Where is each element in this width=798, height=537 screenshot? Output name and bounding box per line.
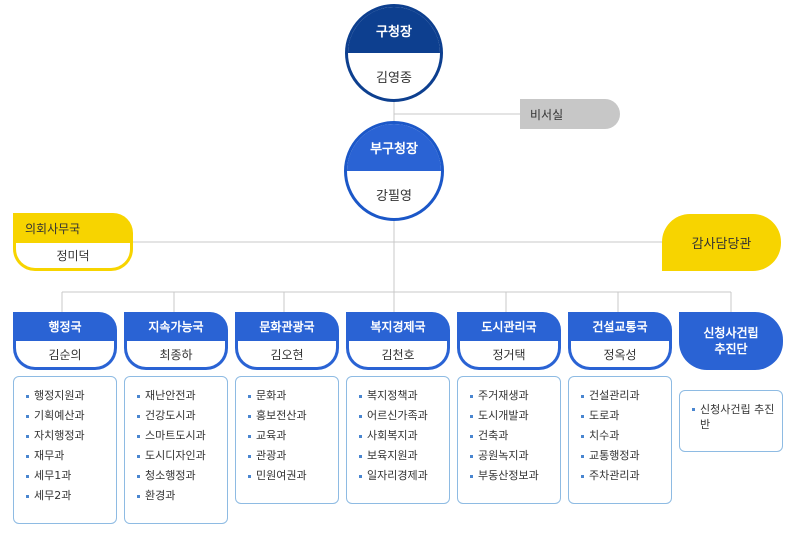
team-item: 행정지원과	[24, 386, 116, 406]
dept-title: 문화관광국	[235, 312, 339, 341]
dept-head-name: 정거택	[457, 341, 561, 370]
team-item: 주차관리과	[579, 466, 671, 486]
dept-node-0: 행정국 김순의	[13, 312, 117, 370]
dept-team-list-0: 행정지원과 기획예산과 자치행정과 재무과 세무1과 세무2과	[13, 376, 117, 524]
dept-title: 지속가능국	[124, 312, 228, 341]
dept-node-5: 건설교통국 정옥성	[568, 312, 672, 370]
dept-title: 복지경제국	[346, 312, 450, 341]
team-item: 일자리경제과	[357, 466, 449, 486]
mayor-name: 김영종	[376, 70, 412, 86]
dept-node-1: 지속가능국 최종하	[124, 312, 228, 370]
special-unit-title-line2: 추진단	[714, 342, 748, 356]
team-item: 세무1과	[24, 466, 116, 486]
team-item: 재무과	[24, 446, 116, 466]
team-item: 부동산정보과	[468, 466, 560, 486]
dept-head-name: 정옥성	[568, 341, 672, 370]
team-item: 문화과	[246, 386, 338, 406]
deputy-name: 강필영	[376, 189, 412, 204]
team-item: 사회복지과	[357, 426, 449, 446]
secretary-office: 비서실	[520, 99, 620, 129]
team-item: 공원녹지과	[468, 446, 560, 466]
team-item: 스마트도시과	[135, 426, 227, 446]
dept-team-list-2: 문화과 홍보전산과 교육과 관광과 민원여권과	[235, 376, 339, 504]
mayor-node: 구청장 김영종	[345, 4, 443, 102]
special-unit-node: 신청사건립 추진단	[679, 312, 783, 370]
dept-team-list-5: 건설관리과 도로과 치수과 교통행정과 주차관리과	[568, 376, 672, 504]
team-item: 홍보전산과	[246, 406, 338, 426]
team-item: 어르신가족과	[357, 406, 449, 426]
dept-head-name: 김오현	[235, 341, 339, 370]
council-title: 의회사무국	[13, 213, 133, 243]
dept-head-name: 최종하	[124, 341, 228, 370]
team-item: 교육과	[246, 426, 338, 446]
team-item: 주거재생과	[468, 386, 560, 406]
deputy-node: 부구청장 강필영	[344, 121, 444, 221]
team-item: 보육지원과	[357, 446, 449, 466]
council-node: 의회사무국 정미덕	[13, 213, 133, 271]
team-item: 도시개발과	[468, 406, 560, 426]
team-item: 건설관리과	[579, 386, 671, 406]
dept-head-name: 김순의	[13, 341, 117, 370]
council-name: 정미덕	[13, 243, 133, 271]
special-unit-team-list: 신청사건립 추진반	[679, 390, 783, 452]
team-item: 복지정책과	[357, 386, 449, 406]
team-item: 재난안전과	[135, 386, 227, 406]
team-item: 세무2과	[24, 486, 116, 506]
team-item: 교통행정과	[579, 446, 671, 466]
dept-title: 도시관리국	[457, 312, 561, 341]
team-item: 치수과	[579, 426, 671, 446]
dept-team-list-3: 복지정책과 어르신가족과 사회복지과 보육지원과 일자리경제과	[346, 376, 450, 504]
team-item: 기획예산과	[24, 406, 116, 426]
team-item: 자치행정과	[24, 426, 116, 446]
dept-head-name: 김천호	[346, 341, 450, 370]
dept-team-list-4: 주거재생과 도시개발과 건축과 공원녹지과 부동산정보과	[457, 376, 561, 504]
audit-node: 감사담당관	[662, 214, 781, 271]
dept-title: 행정국	[13, 312, 117, 341]
dept-node-4: 도시관리국 정거택	[457, 312, 561, 370]
team-item: 관광과	[246, 446, 338, 466]
team-item: 건축과	[468, 426, 560, 446]
team-item: 청소행정과	[135, 466, 227, 486]
team-item: 도로과	[579, 406, 671, 426]
team-item: 도시디자인과	[135, 446, 227, 466]
dept-team-list-1: 재난안전과 건강도시과 스마트도시과 도시디자인과 청소행정과 환경과	[124, 376, 228, 524]
team-item: 건강도시과	[135, 406, 227, 426]
dept-title: 건설교통국	[568, 312, 672, 341]
team-item: 환경과	[135, 486, 227, 506]
dept-node-3: 복지경제국 김천호	[346, 312, 450, 370]
team-item: 민원여권과	[246, 466, 338, 486]
dept-node-2: 문화관광국 김오현	[235, 312, 339, 370]
special-unit-title-line1: 신청사건립	[703, 326, 759, 340]
team-item: 신청사건립 추진반	[690, 400, 782, 432]
